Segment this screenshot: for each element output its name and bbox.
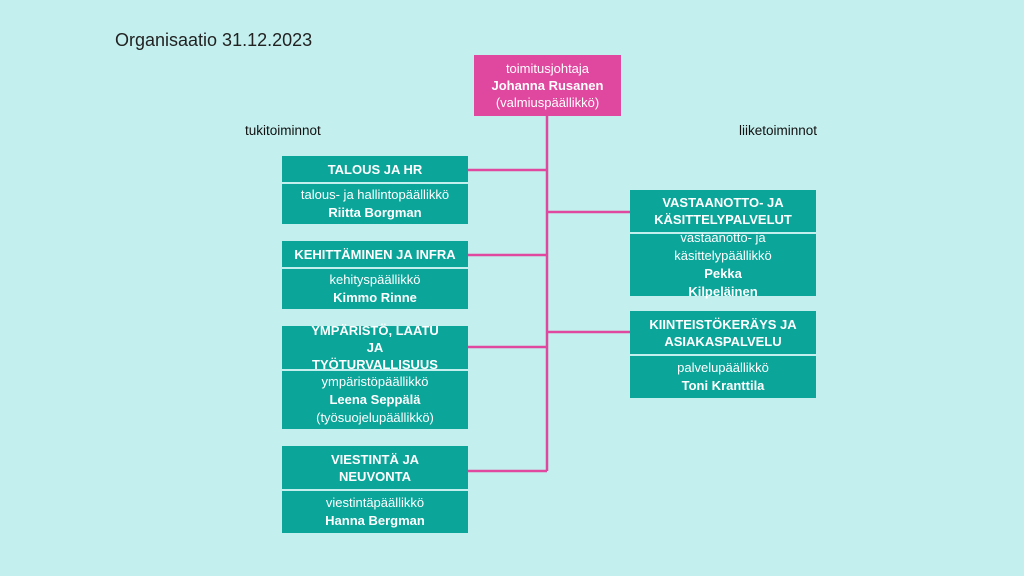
- ceo-extra: (valmiuspäällikkö): [495, 95, 600, 110]
- unit-name: VIESTINTÄ JA NEUVONTA: [330, 451, 420, 484]
- section-label-right: liiketoiminnot: [739, 123, 818, 138]
- manager-role: ympäristöpäällikkö: [321, 374, 429, 389]
- unit-header: TALOUS JA HR: [282, 156, 468, 182]
- unit-header: KEHITTÄMINEN JA INFRA: [282, 241, 468, 267]
- unit-divider: [630, 232, 816, 234]
- unit-header: KIINTEISTÖKERÄYS JA ASIAKASPALVELU: [630, 311, 816, 354]
- unit-name: TALOUS JA HR: [327, 161, 423, 177]
- ceo-name: Johanna Rusanen: [491, 78, 604, 93]
- manager-name: Pekka Kilpeläinen: [688, 266, 758, 299]
- ceo-box: toimitusjohtaja Johanna Rusanen (valmius…: [474, 55, 621, 116]
- unit-header: VIESTINTÄ JA NEUVONTA: [282, 446, 468, 489]
- manager-role: vastaanotto- ja käsittelypäällikkö: [674, 230, 772, 263]
- manager-name: Toni Kranttila: [681, 378, 765, 393]
- unit-box-talous-hr: TALOUS JA HR talous- ja hallintopäällikk…: [282, 156, 468, 224]
- unit-divider: [630, 354, 816, 356]
- unit-name: VASTAANOTTO- JA KÄSITTELYPALVELUT: [654, 195, 792, 227]
- unit-body: palvelupäällikkö Toni Kranttila: [630, 356, 816, 398]
- unit-divider: [282, 369, 468, 371]
- unit-box-viestinta-neuvonta: VIESTINTÄ JA NEUVONTA viestintäpäällikkö…: [282, 446, 468, 533]
- section-label-left: tukitoiminnot: [245, 123, 321, 138]
- unit-name: KIINTEISTÖKERÄYS JA ASIAKASPALVELU: [649, 316, 797, 349]
- manager-role: talous- ja hallintopäällikkö: [300, 187, 450, 202]
- unit-divider: [282, 182, 468, 184]
- unit-name: YMPÄRISTÖ, LAATU JA TYÖTURVALLISUUS: [311, 323, 439, 372]
- manager-name: Kimmo Rinne: [333, 290, 417, 305]
- unit-box-kiinteistokerays: KIINTEISTÖKERÄYS JA ASIAKASPALVELU palve…: [630, 311, 816, 398]
- unit-body: kehityspäällikkö Kimmo Rinne: [282, 269, 468, 309]
- unit-divider: [282, 489, 468, 491]
- manager-name: Hanna Bergman: [325, 513, 425, 528]
- unit-header: VASTAANOTTO- JA KÄSITTELYPALVELUT: [630, 190, 816, 232]
- unit-name: KEHITTÄMINEN JA INFRA: [294, 246, 456, 262]
- unit-box-ymparisto-laatu: YMPÄRISTÖ, LAATU JA TYÖTURVALLISUUS ympä…: [282, 323, 468, 429]
- page-title: Organisaatio 31.12.2023: [115, 30, 313, 50]
- unit-header: YMPÄRISTÖ, LAATU JA TYÖTURVALLISUUS: [282, 323, 468, 372]
- ceo-role: toimitusjohtaja: [505, 61, 590, 76]
- manager-name: Riitta Borgman: [328, 205, 422, 220]
- manager-extra: (työsuojelupäällikkö): [316, 410, 434, 425]
- unit-body: ympäristöpäällikkö Leena Seppälä (työsuo…: [282, 371, 468, 429]
- unit-body: vastaanotto- ja käsittelypäällikkö Pekka…: [630, 230, 816, 299]
- unit-box-vastaanotto-kasittely: VASTAANOTTO- JA KÄSITTELYPALVELUT vastaa…: [630, 190, 816, 299]
- unit-box-kehittaminen-infra: KEHITTÄMINEN JA INFRA kehityspäällikkö K…: [282, 241, 468, 309]
- manager-name: Leena Seppälä: [329, 392, 421, 407]
- unit-divider: [282, 267, 468, 269]
- unit-body: talous- ja hallintopäällikkö Riitta Borg…: [282, 184, 468, 224]
- manager-role: palvelupäällikkö: [677, 360, 769, 375]
- unit-body: viestintäpäällikkö Hanna Bergman: [282, 491, 468, 533]
- manager-role: kehityspäällikkö: [329, 272, 421, 287]
- manager-role: viestintäpäällikkö: [325, 495, 425, 510]
